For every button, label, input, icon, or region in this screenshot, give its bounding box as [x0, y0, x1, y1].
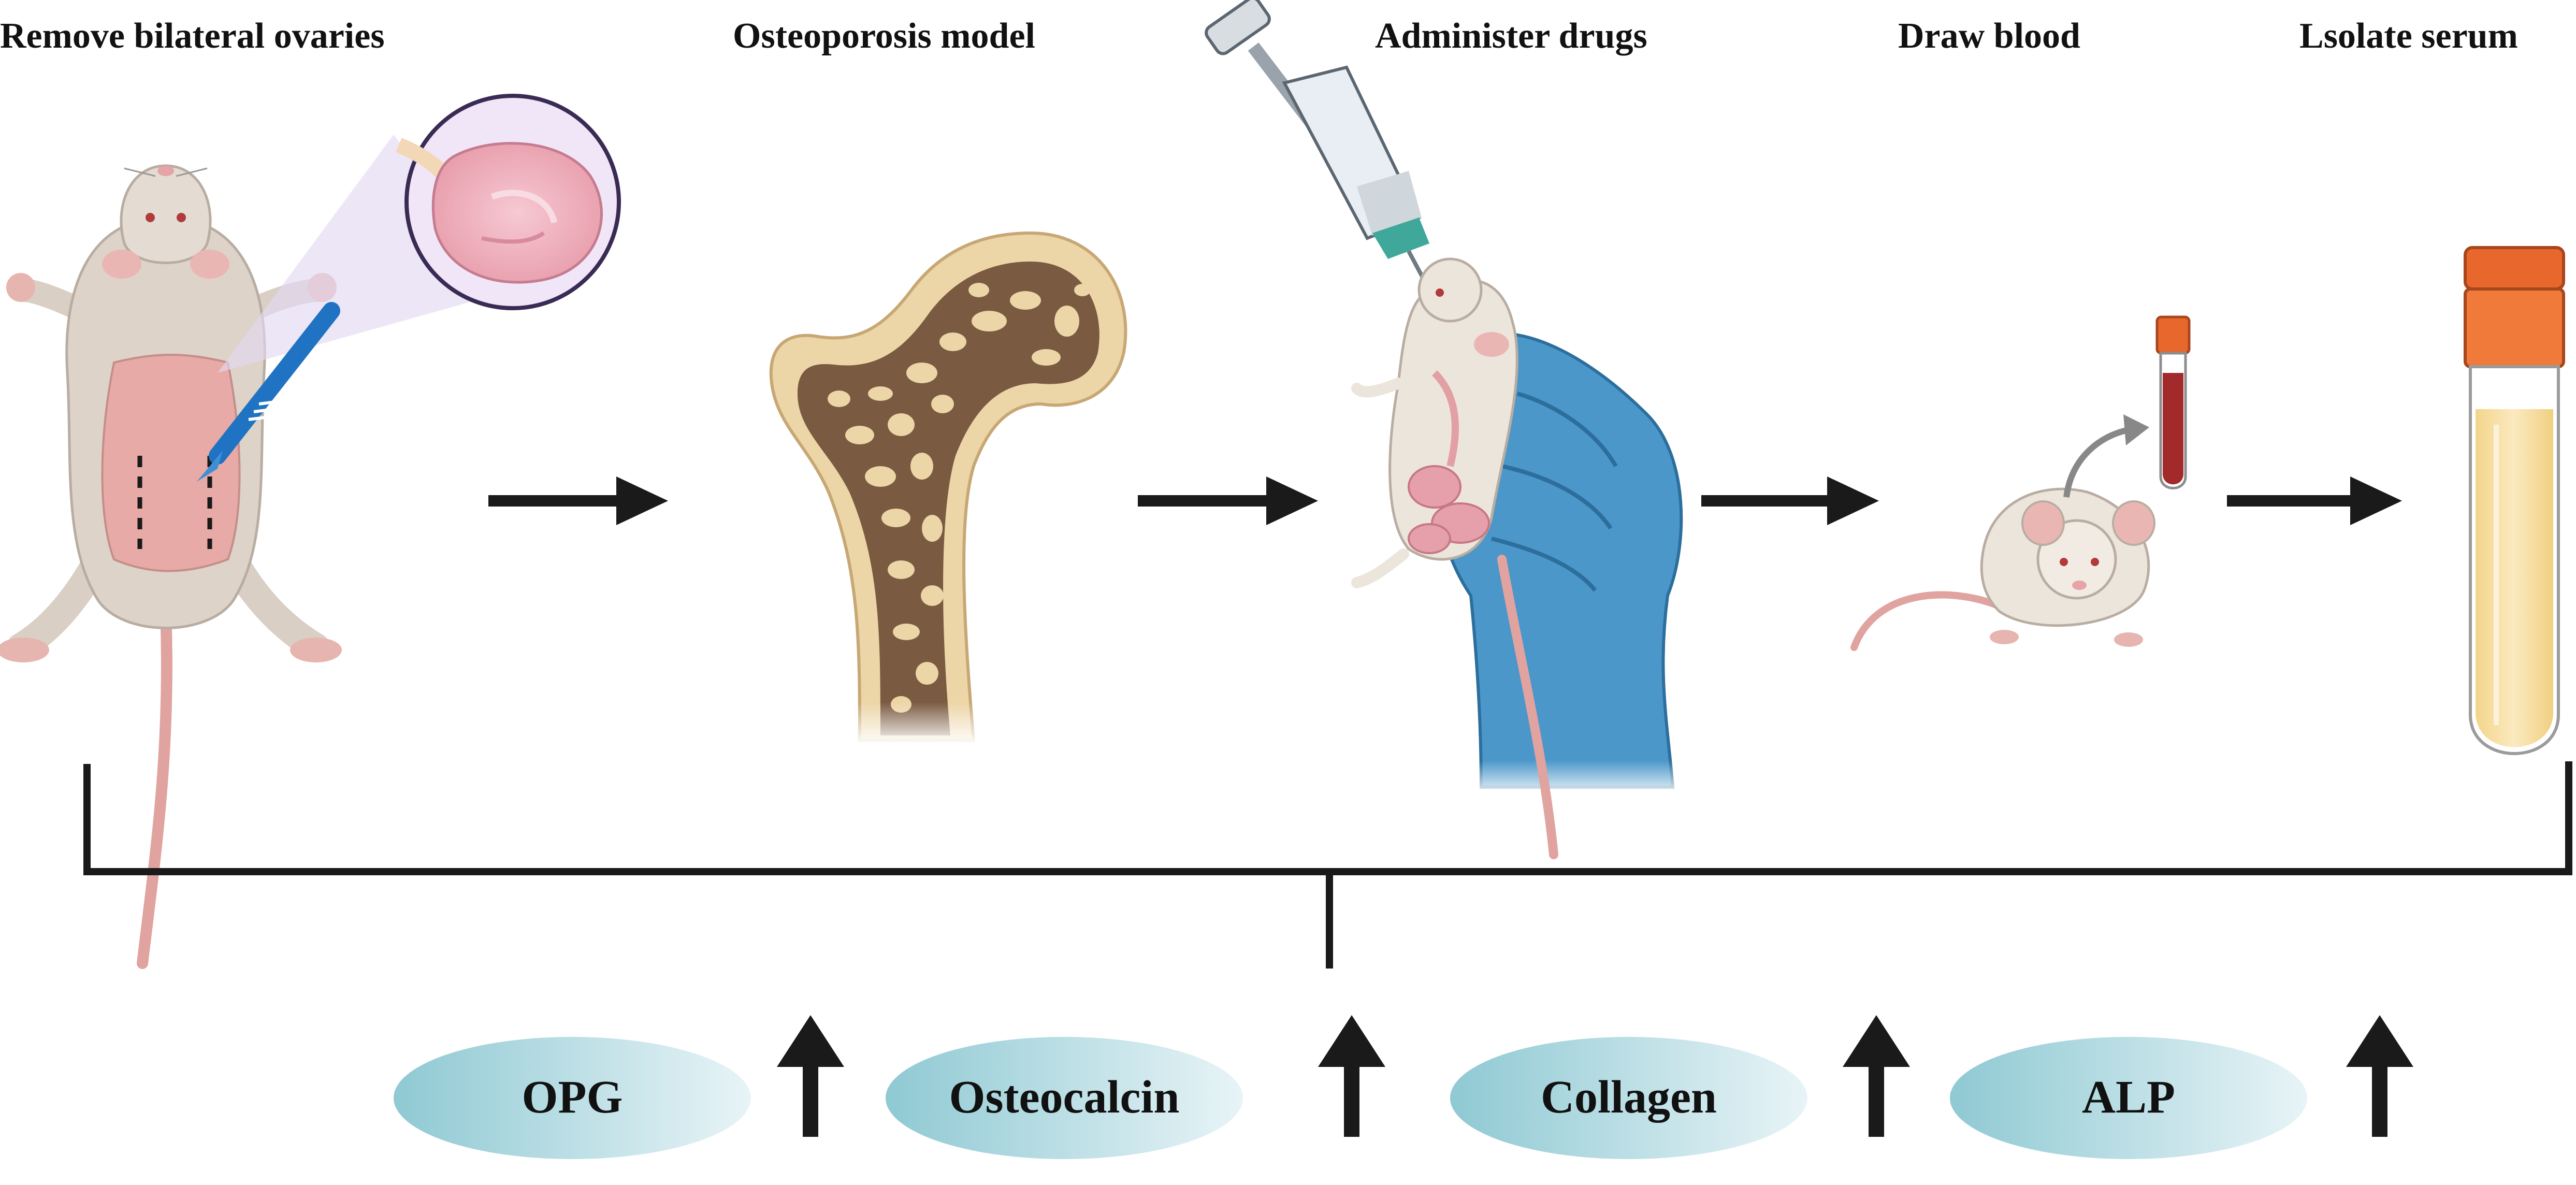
marker-osteocalcin: Osteocalcin	[886, 1037, 1243, 1159]
scalpel-icon	[197, 302, 340, 482]
step-title-isolate-serum: Lsolate serum	[2299, 16, 2518, 56]
marker-label-opg: OPG	[522, 1072, 623, 1123]
marker-label-osteocalcin: Osteocalcin	[949, 1072, 1180, 1123]
marker-label-collagen: Collagen	[1541, 1072, 1717, 1123]
marker-opg: OPG	[394, 1037, 751, 1159]
step-title-osteoporosis-model: Osteoporosis model	[733, 16, 1035, 56]
marker-alp: ALP	[1950, 1037, 2307, 1159]
flow-arrow-1	[488, 476, 668, 525]
step-title-remove-ovaries: Remove bilateral ovaries	[0, 16, 385, 56]
increase-arrows	[777, 1015, 2413, 1137]
femur-bone-icon	[769, 231, 1127, 746]
flow-arrows	[488, 476, 2402, 525]
syringe-icon	[1205, 0, 1431, 291]
ovary-magnifier-icon	[218, 94, 621, 373]
flow-arrow-3	[1701, 476, 1879, 525]
up-arrow-icon	[1318, 1015, 1385, 1137]
up-arrow-icon	[1843, 1015, 1910, 1137]
bracket-connector	[83, 761, 2572, 969]
serum-tube-icon	[2464, 246, 2565, 755]
transfer-arrow	[2063, 427, 2130, 498]
transfer-arrow-head	[2123, 414, 2149, 445]
flow-arrow-2	[1138, 476, 1318, 525]
intestine-icon	[1408, 465, 1490, 554]
up-arrow-icon	[777, 1015, 844, 1137]
mouse-icon	[1850, 487, 2155, 651]
step-title-administer-drugs: Administer drugs	[1375, 16, 1647, 56]
held-rat-icon	[1351, 257, 1558, 859]
blood-tube-icon	[2155, 315, 2191, 489]
marker-collagen: Collagen	[1450, 1037, 1807, 1159]
step-title-draw-blood: Draw blood	[1898, 16, 2080, 56]
up-arrow-icon	[2346, 1015, 2413, 1137]
marker-label-alp: ALP	[2082, 1072, 2175, 1123]
flow-arrow-4	[2227, 476, 2402, 525]
